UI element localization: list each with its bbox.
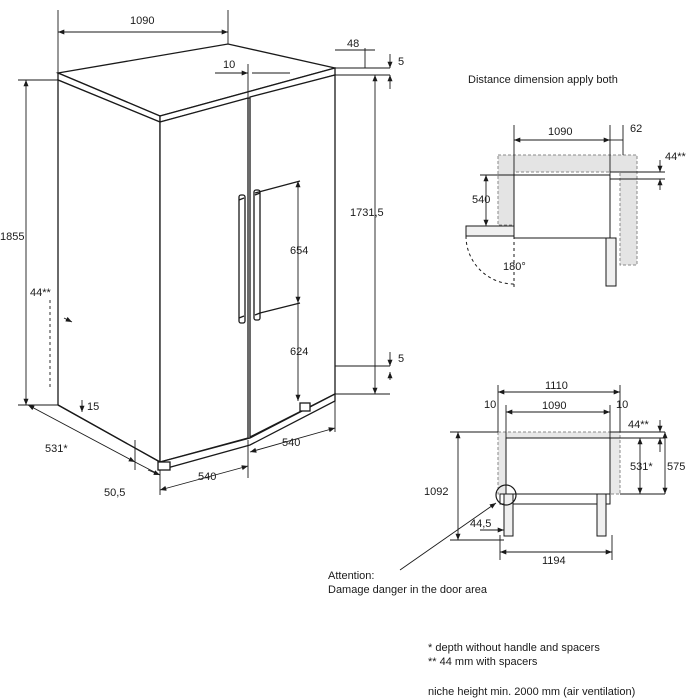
- plan-bottom-gap-right: 10: [616, 399, 628, 411]
- plan-top-spacer: 44**: [665, 151, 687, 163]
- label-spacer-side: 44**: [30, 287, 52, 299]
- label-handle-lower: 624: [290, 346, 308, 358]
- label-height-body: 1731,5: [350, 207, 384, 219]
- handle-left: [238, 194, 246, 324]
- plan-bottom-total-depth: 1092: [424, 486, 448, 498]
- fridge-foot-left: [157, 461, 171, 471]
- plan-top-width: 1090: [548, 126, 572, 138]
- label-clearance-top: 5: [398, 56, 404, 68]
- plan-bottom-spacer: 44**: [628, 419, 650, 431]
- plan-bottom-depth-575: 575: [667, 461, 685, 473]
- plan-bottom: [495, 431, 621, 537]
- footnote-niche: niche height min. 2000 mm (air ventilati…: [428, 686, 636, 698]
- label-door-left: 540: [198, 471, 216, 483]
- plan-top-angle: 180°: [503, 261, 526, 273]
- fridge-dimensions: [18, 10, 393, 495]
- fridge-door-left: [159, 97, 249, 463]
- label-height-total: 1855: [0, 231, 24, 243]
- title-distance: Distance dimension apply both: [468, 74, 618, 86]
- plan-bottom-gap-left: 10: [484, 399, 496, 411]
- plan-bottom-open-width: 1194: [542, 555, 566, 567]
- plan-bottom-inner-width: 1090: [542, 400, 566, 412]
- attention-heading: Attention:: [328, 570, 375, 582]
- footnote-depth: * depth without handle and spacers: [428, 642, 600, 654]
- label-width: 1090: [130, 15, 154, 27]
- label-offset-top: 48: [347, 38, 359, 50]
- label-gap-top: 10: [223, 59, 235, 71]
- plan-bottom-depth-531: 531*: [630, 461, 653, 473]
- footnote-spacers: ** 44 mm with spacers: [428, 656, 538, 668]
- label-foot-height: 15: [87, 401, 99, 413]
- fridge-side: [57, 79, 161, 464]
- plan-top: [465, 154, 638, 290]
- fridge-drawing: [55, 43, 336, 471]
- label-foot-depth: 50,5: [104, 487, 125, 499]
- label-clearance-bottom: 5: [398, 353, 404, 365]
- plan-top-door-depth: 540: [472, 194, 490, 206]
- plan-top-offset: 62: [630, 123, 642, 135]
- label-door-right: 540: [282, 437, 300, 449]
- plan-top-dimensions: [480, 125, 665, 226]
- label-handle-upper: 654: [290, 245, 308, 257]
- danger-zone-circle: [495, 484, 517, 506]
- label-depth: 531*: [45, 443, 68, 455]
- plan-bottom-door-offset: 44,5: [470, 518, 491, 530]
- fridge-foot-right: [299, 402, 311, 412]
- plan-bottom-dimensions: [399, 385, 668, 571]
- attention-text: Damage danger in the door area: [328, 584, 487, 596]
- handle-right: [253, 189, 261, 321]
- plan-bottom-outer-width: 1110: [545, 380, 568, 392]
